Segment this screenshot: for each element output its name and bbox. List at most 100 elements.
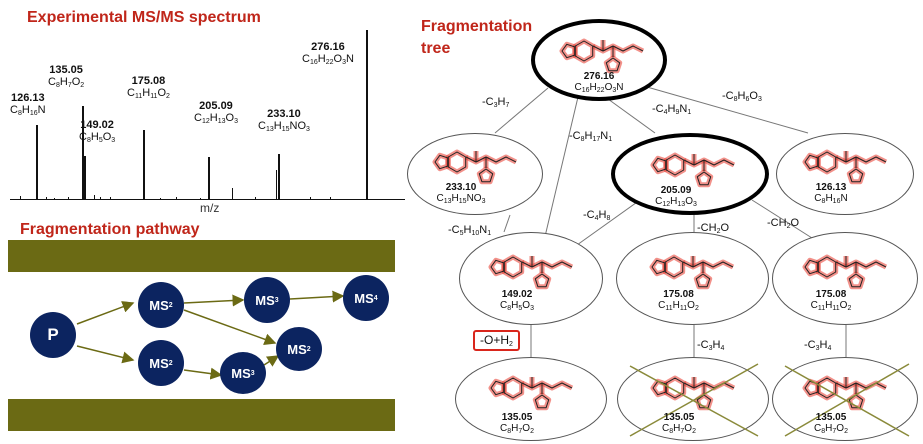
peak-formula: C13H15NO3 <box>258 120 310 133</box>
molecule-structure <box>432 149 518 185</box>
fragment-mz: 175.08 <box>815 289 847 300</box>
molecule-structure <box>559 38 645 74</box>
spectrum-minor-peak <box>68 197 69 200</box>
pathway-title: Fragmentation pathway <box>20 221 200 238</box>
node-p: P <box>30 312 76 358</box>
peak-formula: C8H16N <box>10 104 46 117</box>
spectrum-minor-peak <box>54 198 55 200</box>
peak-formula: C11H11O2 <box>127 87 170 100</box>
spectrum-plot <box>10 20 405 200</box>
fragment-mz: 126.13 <box>815 182 847 193</box>
fragment-mz: 175.08 <box>663 289 694 300</box>
molecule-structure <box>802 254 888 290</box>
fragment-mz: 233.10 <box>445 182 477 193</box>
spectrum-minor-peak <box>276 170 277 200</box>
arrow-p-ms2b <box>76 345 135 364</box>
arrow-ms2b-ms3b <box>183 367 223 380</box>
spectrum-minor-peak <box>46 197 47 200</box>
spectrum-minor-peak <box>232 188 233 200</box>
loss-o-h2-box: -O+H2 <box>473 330 520 351</box>
molecule-structure <box>650 152 736 188</box>
fragment-mz: 276.16 <box>583 71 615 82</box>
fragment-mz: 135.05 <box>501 412 533 423</box>
peak-formula: C8H7O2 <box>48 76 85 89</box>
loss-c8h6o3: -C8H6O3 <box>722 90 762 103</box>
fragment-mz: 135.05 <box>815 412 847 423</box>
fragment-mz: 149.02 <box>501 289 533 300</box>
spectrum-peak-135.05 <box>82 106 84 200</box>
spectrum-minor-peak <box>20 196 21 200</box>
fragment-formula: C13H15NO3 <box>436 193 486 205</box>
spectrum-peak-149.02 <box>84 156 86 200</box>
peak-mz: 233.10 <box>267 108 301 120</box>
spectrum-xlabel: m/z <box>200 201 220 215</box>
fragment-formula: C8H7O2 <box>500 423 534 435</box>
loss-c8h17n1: -C8H17N1 <box>569 130 613 143</box>
pathway-bottom-band <box>8 399 395 431</box>
spectrum-peak-126.13 <box>36 125 38 200</box>
arrow-p-ms2a <box>76 301 135 325</box>
peak-mz: 135.05 <box>49 64 83 76</box>
molecule-structure <box>488 254 574 290</box>
loss-ch2o-b: -CH2O <box>767 217 800 230</box>
fragment-formula: C11H11O2 <box>810 300 852 312</box>
tree-title-line2: tree <box>421 40 451 57</box>
arrow-ms2a-ms2c <box>183 309 277 346</box>
fragment-formula: C12H13O3 <box>655 196 697 208</box>
spectrum-minor-peak <box>160 198 161 200</box>
spectrum-minor-peak <box>110 197 111 200</box>
arrow-ms3a-ms4 <box>289 290 345 303</box>
fragment-mz: 135.05 <box>663 412 695 423</box>
spectrum-minor-peak <box>94 195 95 200</box>
loss-c5h10n1: -C5H10N1 <box>448 224 492 237</box>
peak-formula: C16H22O3N <box>302 53 354 66</box>
tree-title-line1: Fragmentation <box>421 18 533 35</box>
arrow-ms2a-ms3a <box>183 294 245 307</box>
spectrum-title: Experimental MS/MS spectrum <box>27 9 261 26</box>
fragment-mz: 205.09 <box>660 185 692 196</box>
loss-c3h7: -C3H7 <box>482 96 510 109</box>
rejected-cross-icon <box>629 363 759 437</box>
loss-c3h4-b: -C3H4 <box>804 339 832 352</box>
molecule-structure <box>650 375 736 411</box>
peak-mz: 149.02 <box>80 119 114 131</box>
peak-formula: C12H13O3 <box>194 112 238 125</box>
peak-mz: 276.16 <box>311 41 345 53</box>
spectrum-minor-peak <box>100 197 101 200</box>
peak-mz: 175.08 <box>131 75 166 87</box>
tree-title: Fragmentation tree <box>421 16 532 60</box>
fragment-formula: C11H11O2 <box>658 300 699 312</box>
molecule-structure <box>802 375 888 411</box>
loss-c4h9n1: -C4H9N1 <box>652 103 692 116</box>
fragment-formula: C8H5O3 <box>500 300 534 312</box>
spectrum-minor-peak <box>330 197 331 200</box>
loss-c4h8: -C4H8 <box>583 209 611 222</box>
spectrum-minor-peak <box>255 197 256 200</box>
loss-c3h4-a: -C3H4 <box>697 339 725 352</box>
